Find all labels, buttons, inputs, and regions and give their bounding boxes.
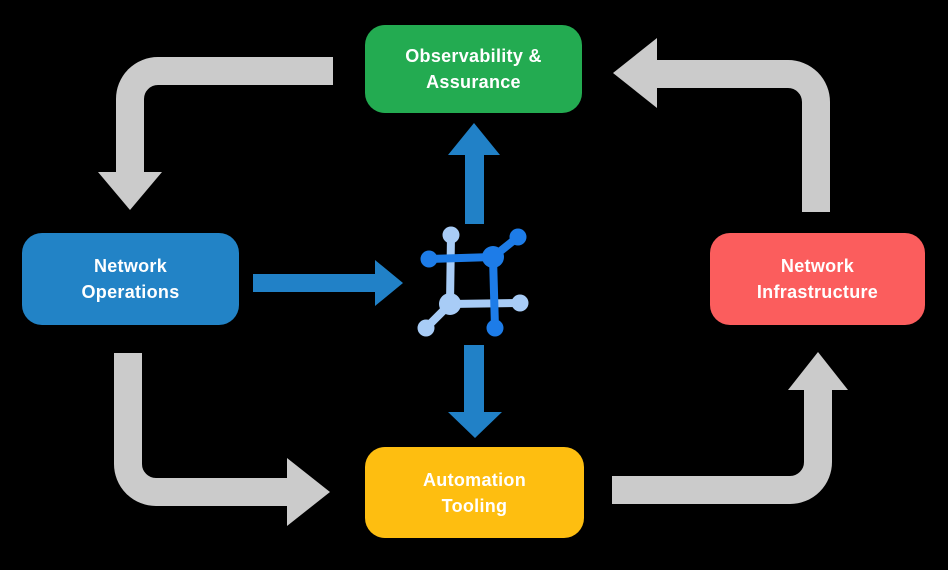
arrow-operations-to-icon — [253, 260, 403, 306]
node-automation-tooling: Automation Tooling — [365, 447, 584, 538]
arrow-icon-to-observability — [448, 123, 500, 224]
arrow-operations-to-automation — [114, 353, 330, 526]
node-network-infrastructure: Network Infrastructure — [710, 233, 925, 325]
network-automation-icon — [417, 226, 529, 337]
arrow-icon-to-automation — [448, 345, 502, 438]
node-network-operations: Network Operations — [22, 233, 239, 325]
arrow-observability-to-operations — [98, 57, 333, 210]
arrow-automation-to-infrastructure — [612, 352, 848, 504]
arrow-infrastructure-to-observability — [613, 38, 830, 212]
node-observability-assurance: Observability & Assurance — [365, 25, 582, 113]
